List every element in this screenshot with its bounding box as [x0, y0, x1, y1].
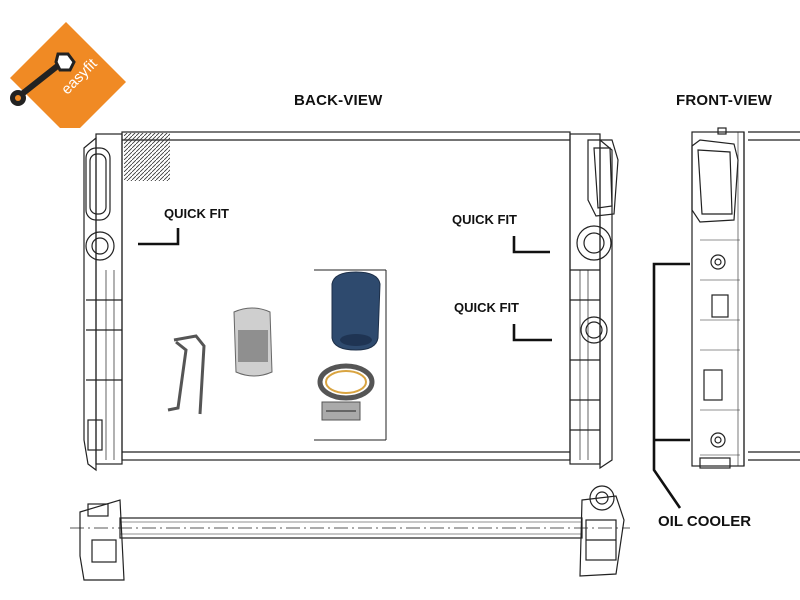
- easyfit-logo: easyfit: [2, 20, 130, 138]
- quick-fit-label-right-top: QUICK FIT: [452, 212, 517, 227]
- retaining-clip: [167, 334, 206, 415]
- quick-fit-label-left: QUICK FIT: [164, 206, 229, 221]
- left-tank: [83, 133, 123, 472]
- logo-badge: [10, 22, 126, 138]
- front-view-radiator: [691, 127, 800, 469]
- accessory-kit: [167, 269, 387, 441]
- wrench-icon: [19, 61, 63, 97]
- back-view-title: BACK-VIEW: [294, 92, 383, 109]
- bottom-view-radiator: [70, 485, 630, 581]
- core-hatch: [124, 133, 170, 181]
- oil-cooler-bracket: [652, 262, 690, 509]
- logo-diamond: [10, 22, 126, 138]
- quick-fit-label-right-bottom: QUICK FIT: [454, 300, 519, 315]
- wrench-head: [54, 52, 76, 72]
- hose-clamp: [317, 363, 375, 421]
- tank-ribs: [105, 270, 589, 460]
- rubber-hose: [331, 271, 381, 351]
- quick-fit-leaders: [138, 228, 552, 342]
- front-view-title: FRONT-VIEW: [676, 92, 773, 109]
- metal-bracket: [233, 307, 273, 377]
- back-view-radiator: [83, 131, 619, 472]
- oil-cooler-label: OIL COOLER: [658, 513, 752, 530]
- right-tank: [569, 133, 619, 470]
